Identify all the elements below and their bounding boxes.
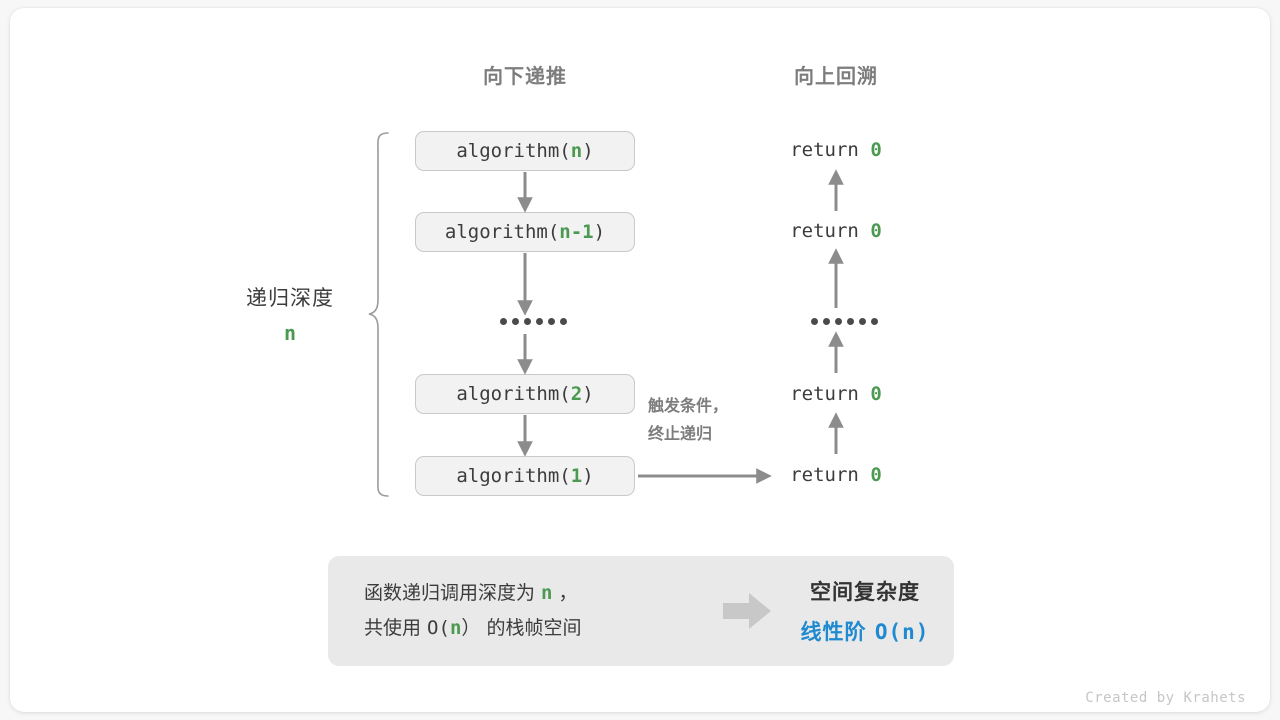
call-box-2-open: algorithm( — [456, 383, 571, 405]
ellipsis-dot — [847, 318, 854, 325]
call-box-2-arg: 2 — [570, 383, 583, 405]
ellipsis-dot — [835, 318, 842, 325]
ellipsis-dot — [500, 318, 507, 325]
terminate-note-line1: 触发条件， — [648, 396, 729, 415]
return-keyword: return — [790, 139, 859, 161]
summary-right-text: 空间复杂度 线性阶 O(n) — [790, 576, 954, 646]
call-box-n-minus-1[interactable]: algorithm(n-1) — [415, 212, 635, 252]
summary-arrow-wrap — [704, 591, 790, 631]
terminate-note: 触发条件， 终止递归 — [648, 392, 728, 448]
ellipsis-dot — [548, 318, 555, 325]
return-keyword: return — [790, 464, 859, 486]
ellipsis-dot — [524, 318, 531, 325]
ellipsis-dot — [859, 318, 866, 325]
ellipsis-dot — [536, 318, 543, 325]
column-header-descend: 向下递推 — [483, 64, 567, 88]
column-header-ascend: 向上回溯 — [794, 64, 878, 88]
recursion-depth-value: n — [283, 321, 297, 345]
summary-left-line2-c: ） — [461, 617, 481, 639]
call-box-n-arg: n — [570, 140, 583, 162]
call-box-n-open: algorithm( — [456, 140, 571, 162]
call-box-2[interactable]: algorithm(2) — [415, 374, 635, 414]
summary-left-text: 函数递归调用深度为 n ， 共使用 O(n） 的栈帧空间 — [328, 576, 704, 646]
complexity-value: 线性阶 O(n) — [790, 616, 940, 646]
call-box-n-minus-1-close: ) — [593, 221, 606, 243]
recursion-depth-label: 递归深度 n — [215, 282, 365, 345]
call-box-1[interactable]: algorithm(1) — [415, 456, 635, 496]
return-keyword: return — [790, 383, 859, 405]
ellipsis-dot — [811, 318, 818, 325]
summary-left-line2-a: 共使用 — [364, 617, 428, 639]
complexity-value-label: 线性阶 — [800, 620, 875, 644]
return-value: 0 — [870, 220, 882, 242]
call-box-2-close: ) — [582, 383, 594, 405]
return-value: 0 — [870, 139, 882, 161]
complexity-value-notation: O(n) — [874, 620, 930, 644]
return-keyword: return — [790, 220, 859, 242]
call-box-1-open: algorithm( — [456, 465, 571, 487]
summary-left-line2-b: 的栈帧空间 — [480, 617, 582, 639]
ellipsis-dot — [871, 318, 878, 325]
summary-left-line2: 共使用 O(n） 的栈帧空间 — [364, 611, 704, 646]
call-box-n-minus-1-arg: n-1 — [559, 221, 594, 243]
return-label-2: return 0 — [736, 220, 936, 242]
call-stack-ellipsis — [500, 318, 567, 325]
return-label-4: return 0 — [736, 464, 936, 486]
call-box-n-close: ) — [582, 140, 594, 162]
summary-left-line1: 函数递归调用深度为 n ， — [364, 576, 704, 611]
summary-left-line1-a: 函数递归调用深度为 — [364, 581, 542, 604]
summary-panel: 函数递归调用深度为 n ， 共使用 O(n） 的栈帧空间 空间复杂度 线性阶 O… — [328, 556, 954, 666]
return-label-1: return 0 — [736, 139, 936, 161]
right-block-arrow-icon — [723, 593, 771, 629]
call-box-n-minus-1-open: algorithm( — [444, 221, 560, 243]
return-value: 0 — [870, 464, 882, 486]
call-box-n[interactable]: algorithm(n) — [415, 131, 635, 171]
summary-left-line2-n: n — [449, 617, 462, 639]
summary-left-line1-b: ， — [552, 581, 578, 604]
ellipsis-dot — [512, 318, 519, 325]
ellipsis-dot — [823, 318, 830, 325]
call-box-1-arg: 1 — [570, 465, 583, 487]
call-box-1-close: ) — [582, 465, 594, 487]
recursion-depth-title: 递归深度 — [246, 286, 334, 310]
return-stack-ellipsis — [811, 318, 878, 325]
summary-left-line2-o: O( — [427, 617, 450, 639]
complexity-title: 空间复杂度 — [810, 580, 920, 604]
ellipsis-dot — [560, 318, 567, 325]
terminate-note-line2: 终止递归 — [648, 424, 713, 443]
credit-text: Created by Krahets — [1085, 690, 1246, 706]
return-label-3: return 0 — [736, 383, 936, 405]
return-value: 0 — [870, 383, 882, 405]
summary-left-line1-n: n — [541, 581, 553, 604]
